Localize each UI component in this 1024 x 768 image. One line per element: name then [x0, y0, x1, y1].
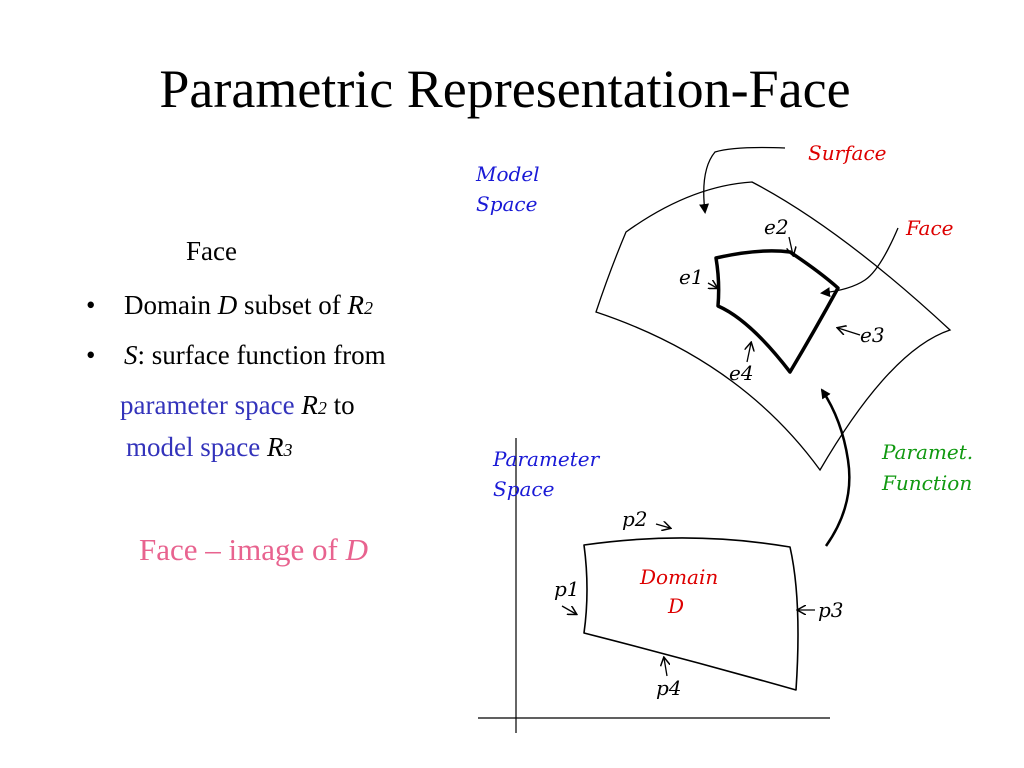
- p4-label: p4: [656, 676, 682, 700]
- parameter-space-label-1: Parameter: [492, 447, 601, 471]
- domain-outline: [583, 537, 799, 691]
- face-image-line: Face – image of D: [139, 532, 368, 568]
- model-space-text: model space: [126, 432, 267, 462]
- face-outline: [714, 249, 840, 374]
- exponent: 2: [364, 298, 373, 318]
- e4-arrow: [747, 343, 751, 363]
- exponent: 2: [317, 398, 327, 418]
- var-s: S: [124, 340, 138, 370]
- parameter-space-text: parameter space: [120, 390, 302, 420]
- exponent: 3: [283, 440, 293, 460]
- e2-label: e2: [764, 215, 789, 239]
- e3-label: e3: [860, 323, 885, 347]
- bullet-domain-mid: subset of: [237, 290, 348, 320]
- var-r: R: [347, 290, 365, 320]
- bullet-surface-function: • S: surface function from: [86, 342, 386, 369]
- face-image-text: Face – image of: [139, 532, 346, 567]
- p4-arrow: [664, 658, 667, 677]
- p1-label: p1: [554, 577, 580, 601]
- e3-arrow: [838, 328, 861, 336]
- model-space-label-2: Space: [476, 192, 537, 216]
- continuation-model-space: model space R3: [126, 434, 292, 461]
- model-space-label-1: Model: [475, 162, 540, 186]
- var-d: D: [217, 290, 238, 320]
- domain-label: Domain: [639, 565, 718, 589]
- paramet-function-label-1: Paramet.: [881, 440, 973, 464]
- e4-label: e4: [729, 361, 754, 385]
- face-label: Face: [905, 216, 953, 240]
- parametric-function-arrow: [820, 388, 851, 547]
- surface-patch: [595, 181, 952, 472]
- surface-arrow: [699, 146, 786, 214]
- continuation-parameter-space: parameter space R2 to: [120, 392, 355, 419]
- face-arrow: [820, 227, 899, 298]
- paramet-function-label-2: Function: [881, 471, 972, 495]
- bullet-domain-prefix: Domain: [124, 290, 218, 320]
- var-r: R: [266, 432, 284, 462]
- parameter-space-label-2: Space: [493, 477, 554, 501]
- var-d: D: [345, 532, 368, 567]
- p2-arrow: [655, 524, 670, 528]
- e2-arrow: [789, 236, 793, 255]
- bullet-dot: •: [86, 290, 96, 320]
- e1-arrow: [708, 283, 717, 288]
- p2-label: p2: [622, 507, 648, 531]
- bullet-surface-rest: : surface function from: [137, 340, 386, 370]
- face-heading: Face: [186, 236, 237, 266]
- e1-label: e1: [679, 265, 704, 289]
- bullet-domain: • Domain D subset of R2: [86, 292, 373, 319]
- surface-label: Surface: [808, 141, 887, 165]
- p3-label: p3: [818, 598, 844, 622]
- var-r: R: [301, 390, 318, 420]
- domain-d-label: D: [667, 594, 684, 618]
- slide-title: Parametric Representation-Face: [159, 59, 851, 119]
- bullet-dot: •: [86, 340, 96, 370]
- to-text: to: [326, 390, 355, 420]
- p1-arrow: [561, 605, 576, 614]
